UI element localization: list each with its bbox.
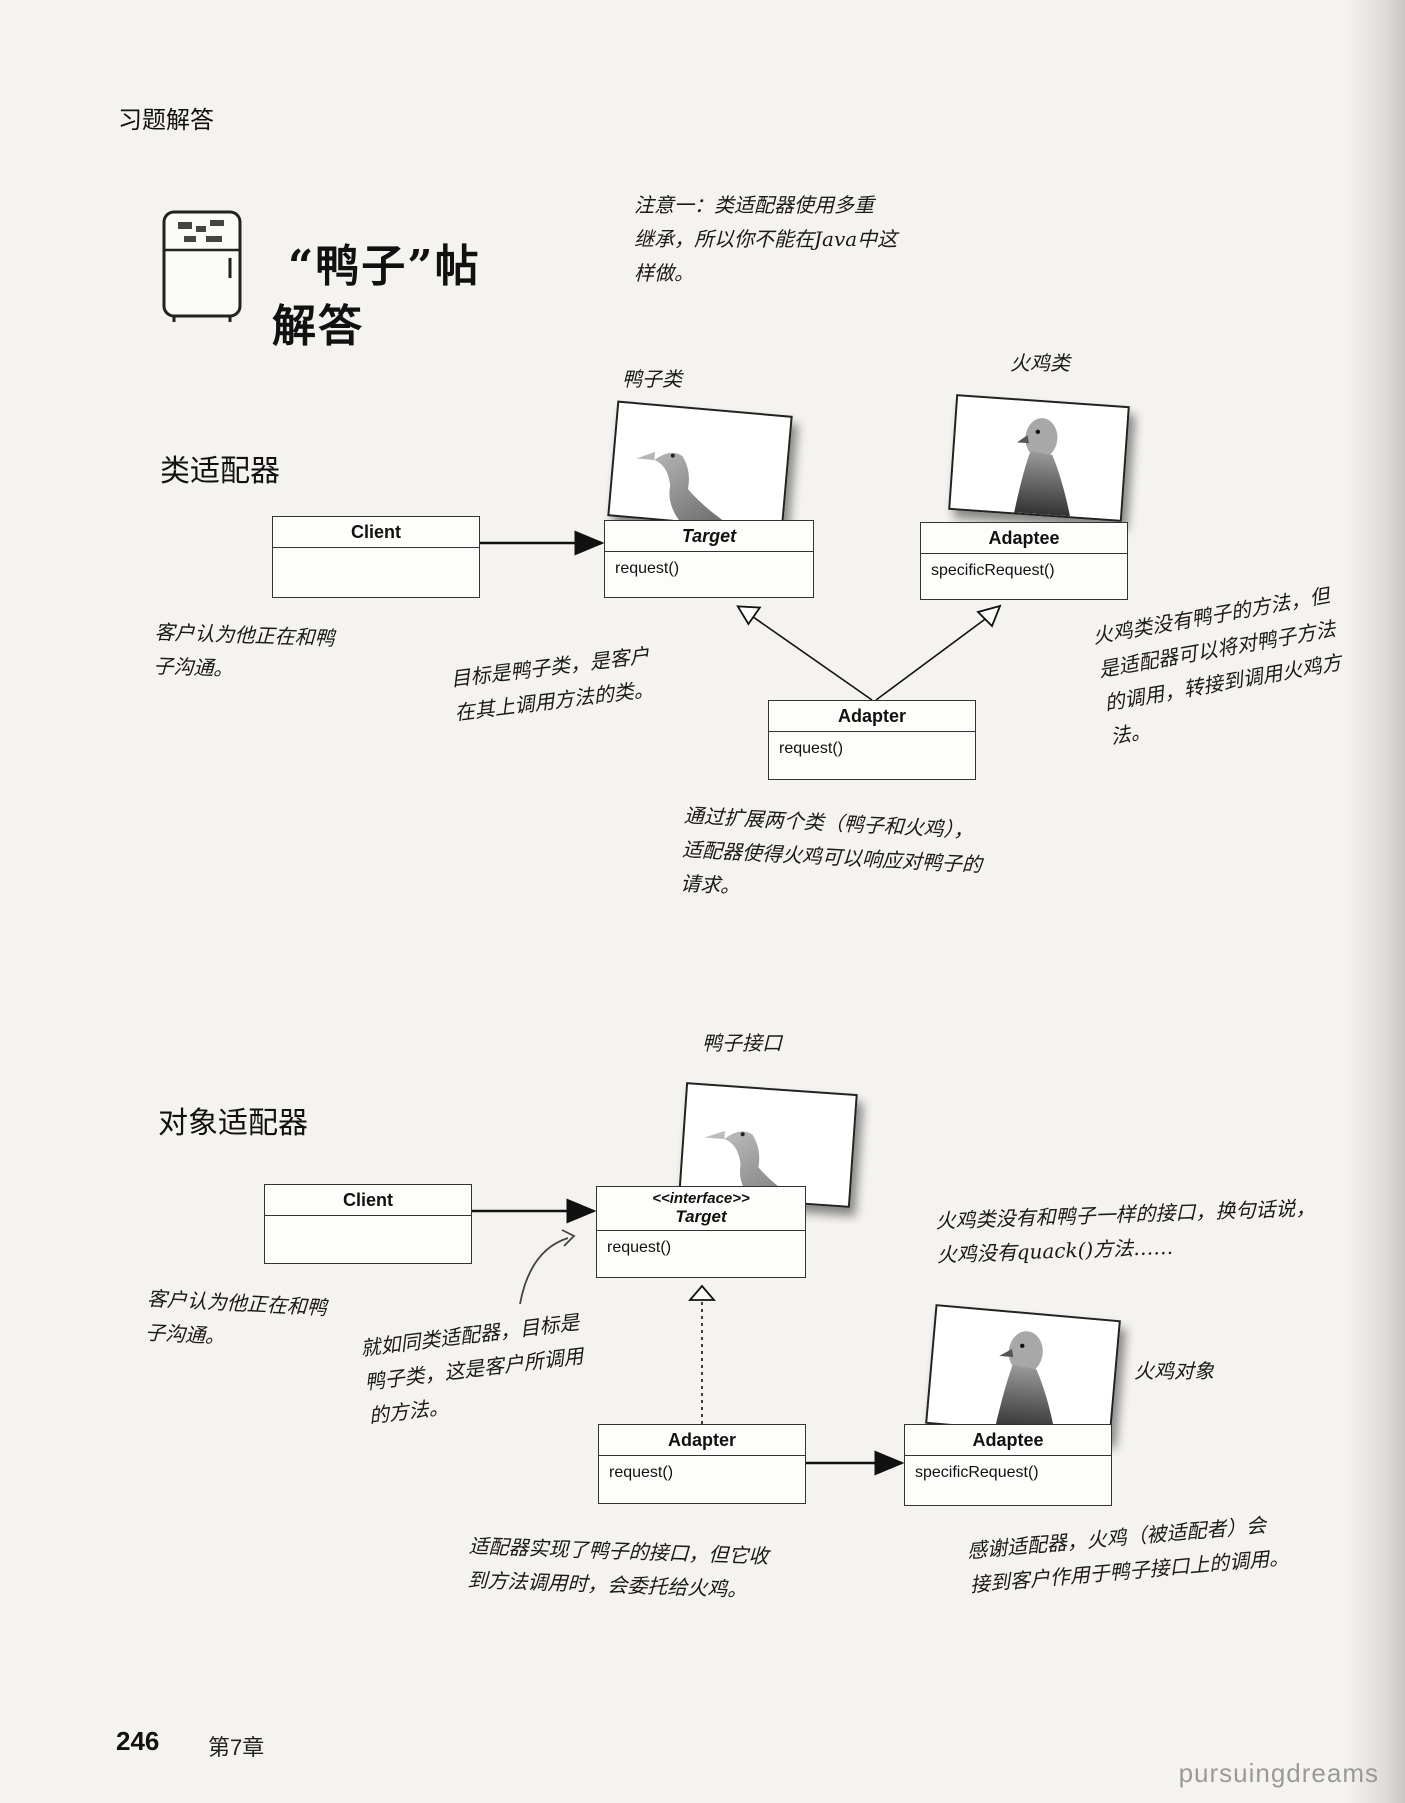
- adapter-method: request(): [779, 740, 844, 757]
- heading-class-adapter: 类适配器: [160, 454, 280, 489]
- target-interface-method: request(): [607, 1239, 672, 1256]
- target-interface-header: <<interface>> Target: [597, 1187, 805, 1231]
- duck-image: [636, 452, 729, 525]
- adaptee-name-2: Adaptee: [905, 1425, 1111, 1456]
- title-line-2: 解答: [272, 301, 364, 352]
- page-number: 246: [116, 1726, 160, 1756]
- adaptee-method: specificRequest(): [931, 562, 1055, 579]
- duck-interface-photo: [678, 1082, 858, 1208]
- note-multiple-inheritance: 注意一：类适配器使用多重 继承，所以你不能在Java中这 样做。: [634, 193, 898, 285]
- target-method: request(): [615, 560, 680, 577]
- adapter-name: Adapter: [769, 701, 975, 732]
- uml-client-object: Client: [264, 1184, 472, 1264]
- curved-pointer-arrow: [519, 1237, 569, 1305]
- label-turkey-object: 火鸡对象: [1134, 1359, 1214, 1383]
- label-turkey-class: 火鸡类: [1010, 351, 1070, 375]
- uml-client-class: Client: [272, 516, 480, 598]
- turkey-image-2: [995, 1331, 1055, 1434]
- title-line-1: “鸭子”帖: [288, 241, 481, 292]
- target-interface-name: Target: [675, 1207, 727, 1226]
- label-duck-interface: 鸭子接口: [702, 1031, 782, 1055]
- curved-pointer-arrowhead: [561, 1229, 576, 1247]
- duck-image-2: [704, 1130, 801, 1203]
- inherit-line-adaptee: [875, 613, 993, 701]
- duck-photo: [607, 400, 793, 532]
- running-header: 习题解答: [118, 106, 214, 134]
- inherit-triangle-adaptee: [976, 604, 1002, 628]
- uml-adapter-class: Adapter request(): [768, 700, 976, 780]
- adaptee-method-2: specificRequest(): [915, 1464, 1039, 1481]
- uml-adapter-object: Adapter request(): [598, 1424, 806, 1504]
- turkey-object-photo: [925, 1304, 1121, 1440]
- uml-adaptee-class: Adaptee specificRequest(): [920, 522, 1128, 600]
- target-name: Target: [605, 521, 813, 552]
- uml-target-interface: <<interface>> Target request(): [596, 1186, 806, 1278]
- fridge-icon: [162, 210, 242, 322]
- inherit-line-target: [745, 611, 873, 701]
- adapter-method-2: request(): [609, 1464, 674, 1481]
- inherit-triangle-target: [736, 605, 762, 626]
- client-name-2: Client: [265, 1185, 471, 1216]
- uml-target-class: Target request(): [604, 520, 814, 598]
- client-name: Client: [273, 517, 479, 548]
- page-spine-shadow: [1345, 0, 1405, 1803]
- interface-stereotype: <<interface>>: [652, 1190, 750, 1207]
- adapter-name-2: Adapter: [599, 1425, 805, 1456]
- watermark-text: pursuingdreams: [1178, 1758, 1379, 1788]
- realization-triangle: [688, 1284, 716, 1301]
- label-duck-class: 鸭子类: [622, 367, 682, 391]
- adaptee-name: Adaptee: [921, 523, 1127, 554]
- turkey-image: [1014, 418, 1071, 517]
- turkey-photo: [948, 394, 1130, 522]
- chapter-label: 第7章: [208, 1735, 265, 1760]
- heading-object-adapter: 对象适配器: [158, 1106, 308, 1141]
- uml-adaptee-object: Adaptee specificRequest(): [904, 1424, 1112, 1506]
